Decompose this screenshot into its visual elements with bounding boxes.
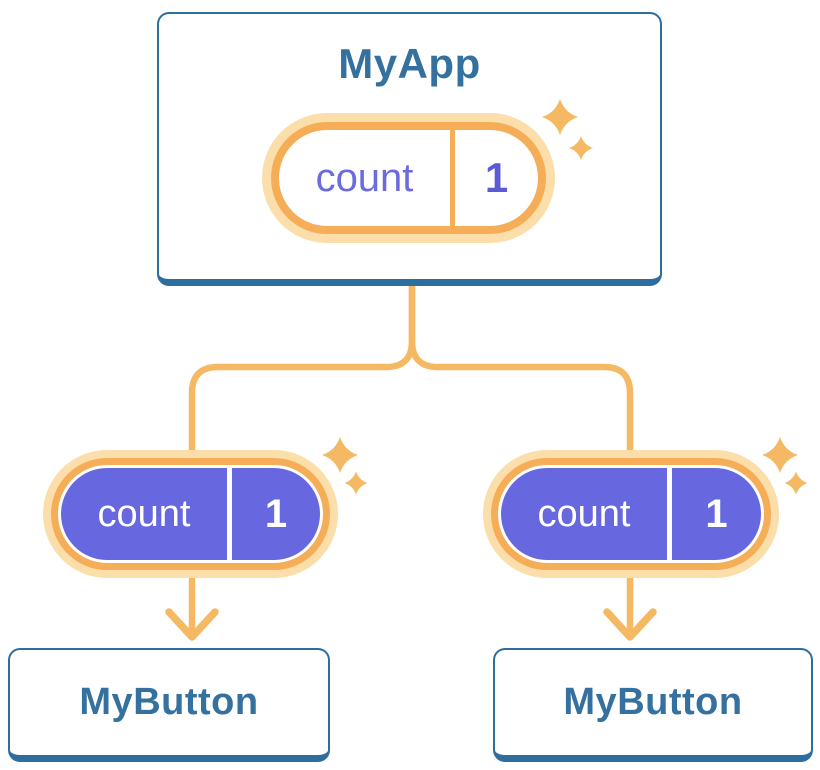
component-card-mybutton-right: MyButton — [493, 648, 813, 762]
state-pill-ring: count 1 — [491, 458, 771, 570]
state-pill-ring: count 1 — [271, 122, 546, 234]
arrow-down-icon — [603, 608, 657, 641]
state-value: 1 — [264, 491, 288, 536]
state-key-label: count — [537, 492, 631, 535]
state-value: 1 — [484, 154, 509, 201]
component-card-mybutton-left: MyButton — [8, 648, 330, 762]
state-key-label: count — [97, 492, 191, 535]
arrow-down-icon — [165, 608, 219, 641]
state-key-label: count — [315, 155, 414, 200]
component-title: MyApp — [338, 40, 481, 87]
state-pill-ring: count 1 — [51, 458, 330, 570]
component-title: MyButton — [563, 681, 743, 723]
component-title: MyButton — [79, 681, 259, 723]
pill-divider — [450, 130, 455, 226]
state-pill-root: count 1 — [262, 113, 555, 243]
state-pill-right: count 1 — [483, 450, 779, 578]
pill-divider — [667, 468, 672, 560]
state-value: 1 — [705, 491, 728, 536]
state-pill-left: count 1 — [43, 450, 338, 578]
